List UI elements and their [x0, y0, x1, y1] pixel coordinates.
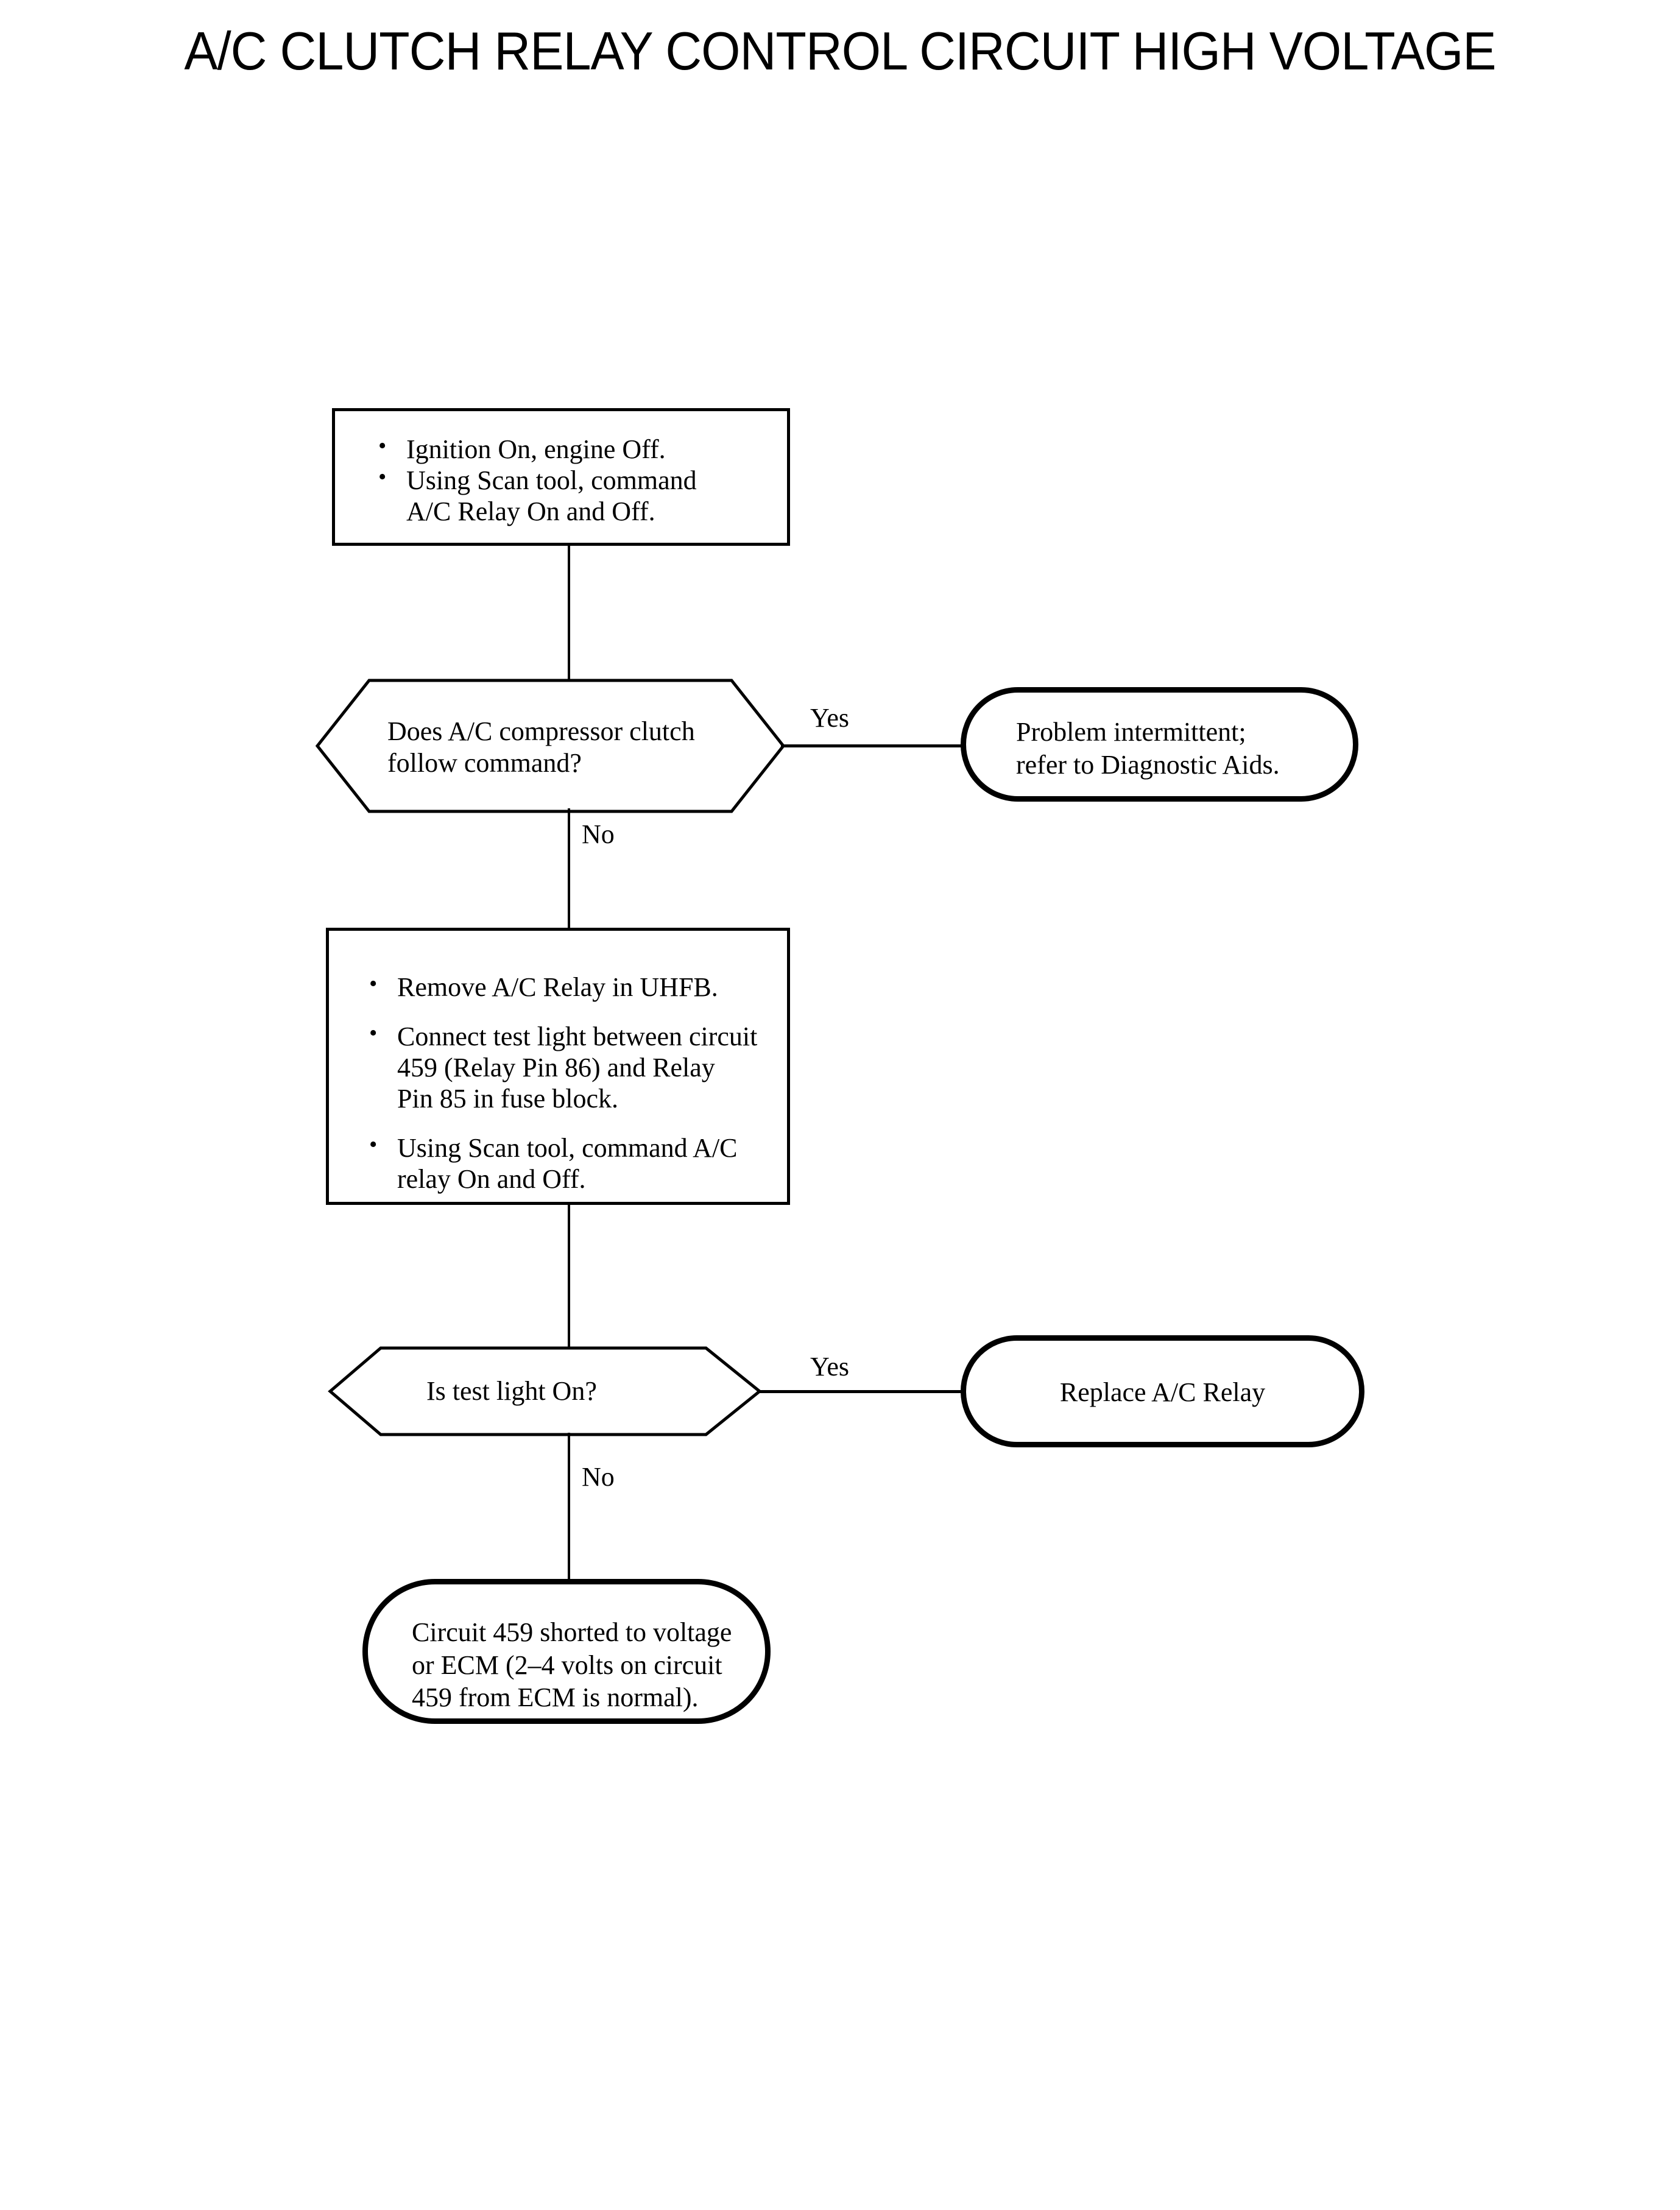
connector-step2-to-decision2: [568, 1204, 570, 1350]
step2-bullet-2-line3: Pin 85 in fuse block.: [397, 1084, 618, 1114]
connector-decision1-to-step2: [568, 808, 570, 929]
decision-1-line2: follow command?: [387, 747, 582, 778]
list-item: Using Scan tool, command A/C relay On an…: [365, 1131, 780, 1195]
step2-bullet-3-line1: Using Scan tool, command A/C: [397, 1133, 738, 1163]
step2-bullet-2-line2: 459 (Relay Pin 86) and Relay: [397, 1053, 715, 1083]
connector-decision2-to-terminal3: [568, 1433, 570, 1581]
list-item: Ignition On, engine Off.: [375, 432, 764, 465]
terminal-circuit-459-shorted: Circuit 459 shorted to voltage or ECM (2…: [362, 1579, 771, 1724]
decision-2-line1: Is test light On?: [426, 1376, 597, 1406]
connector-step1-to-decision1: [568, 545, 570, 683]
connector-decision2-yes: [757, 1390, 964, 1393]
list-item: Remove A/C Relay in UHFB.: [365, 970, 780, 1003]
step1-bullet-1: Ignition On, engine Off.: [406, 434, 666, 464]
step2-bullet-1: Remove A/C Relay in UHFB.: [397, 972, 718, 1002]
terminal-2-line1: Replace A/C Relay: [1059, 1377, 1266, 1407]
edge-label-decision2-no: No: [582, 1462, 615, 1492]
page-title: A/C CLUTCH RELAY CONTROL CIRCUIT HIGH VO…: [184, 21, 1496, 81]
terminal-1-label: Problem intermittent; refer to Diagnosti…: [1016, 716, 1280, 781]
step2-bullet-3-line2: relay On and Off.: [397, 1164, 586, 1195]
decision-1-label: Does A/C compressor clutch follow comman…: [387, 716, 753, 779]
edge-label-decision1-yes: Yes: [810, 703, 850, 733]
terminal-replace-relay: Replace A/C Relay: [961, 1335, 1364, 1447]
step1-bullet-list: Ignition On, engine Off. Using Scan tool…: [375, 432, 764, 527]
step1-bullet-2-line1: Using Scan tool, command: [406, 465, 697, 496]
edge-label-decision2-yes: Yes: [810, 1352, 850, 1382]
decision-2-label: Is test light On?: [426, 1375, 719, 1407]
connector-decision1-yes: [781, 744, 964, 747]
terminal-3-label: Circuit 459 shorted to voltage or ECM (2…: [412, 1616, 732, 1714]
terminal-3-line2: or ECM (2–4 volts on circuit: [412, 1650, 722, 1680]
step1-bullet-2-line2: A/C Relay On and Off.: [406, 496, 655, 527]
terminal-1-line1: Problem intermittent;: [1016, 717, 1246, 747]
terminal-3-line3: 459 from ECM is normal).: [412, 1682, 699, 1713]
terminal-2-label: Replace A/C Relay: [966, 1376, 1359, 1409]
list-item: Using Scan tool, command A/C Relay On an…: [375, 464, 764, 527]
decision-1-line1: Does A/C compressor clutch: [387, 716, 695, 746]
step2-bullet-list: Remove A/C Relay in UHFB. Connect test l…: [365, 970, 780, 1195]
terminal-1-line2: refer to Diagnostic Aids.: [1016, 749, 1280, 780]
terminal-3-line1: Circuit 459 shorted to voltage: [412, 1617, 732, 1647]
edge-label-decision1-no: No: [582, 819, 615, 849]
step2-bullet-2-line1: Connect test light between circuit: [397, 1022, 758, 1052]
list-item: Connect test light between circuit 459 (…: [365, 1020, 780, 1114]
terminal-problem-intermittent: Problem intermittent; refer to Diagnosti…: [961, 687, 1358, 802]
